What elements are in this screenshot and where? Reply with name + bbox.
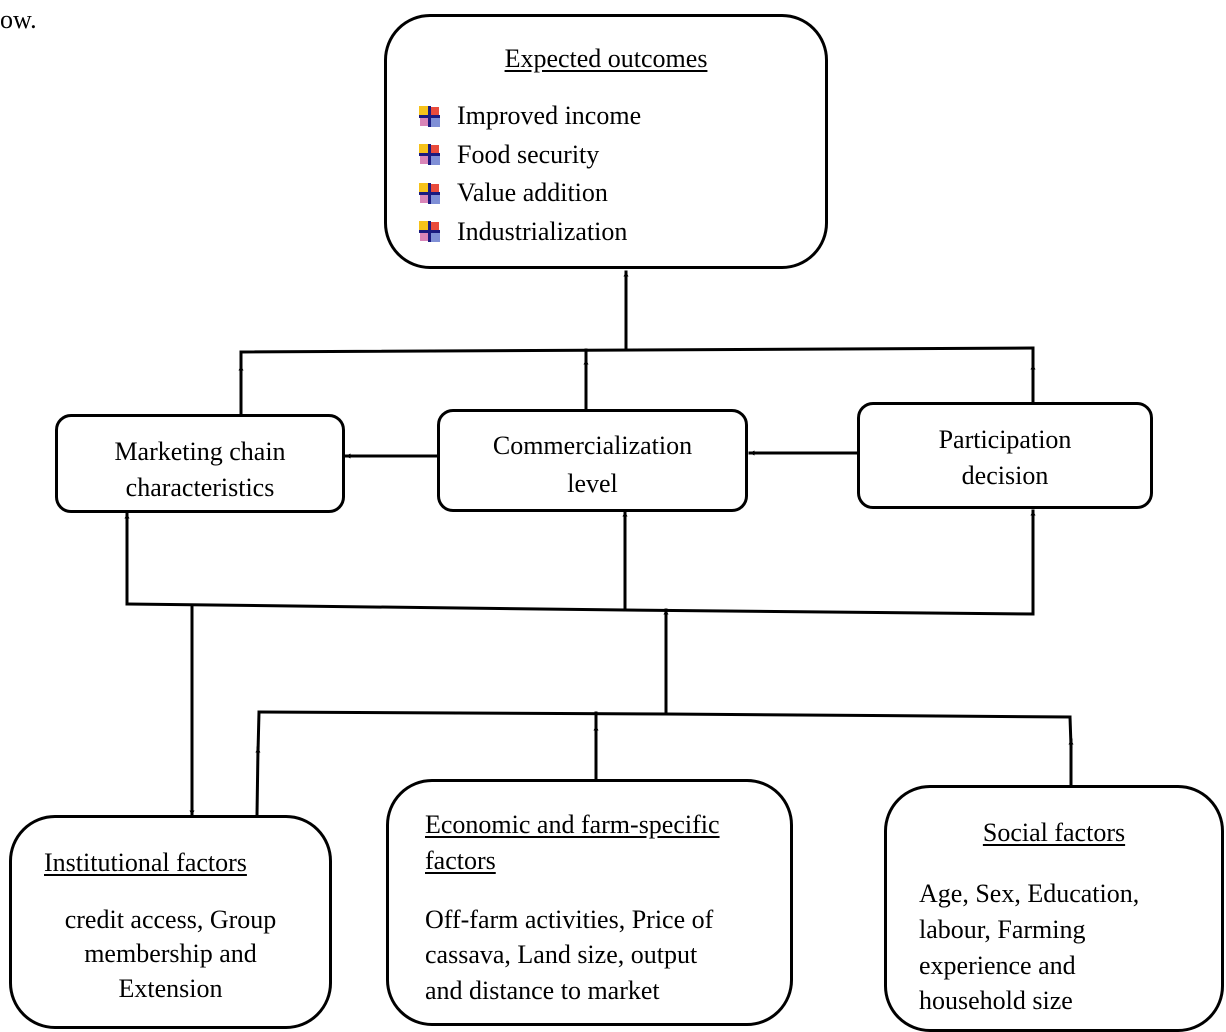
social-factors-line1: Age, Sex, Education, <box>919 879 1140 908</box>
institutional-factors-title: Institutional factors <box>44 848 247 877</box>
economic-factors-line1: Off-farm activities, Price of <box>425 905 714 934</box>
marketing-chain-label-line2: characteristics <box>125 473 275 502</box>
outcome-item: Industrialization <box>419 213 641 252</box>
multicolor-square-bullet-icon <box>419 144 440 166</box>
institutional-factors-line1: credit access, Group <box>64 905 277 934</box>
expected-outcomes-list: Improved income Food security Value addi… <box>419 97 641 251</box>
economic-factors-box: Economic and farm-specific factors Off-f… <box>386 779 793 1026</box>
multicolor-square-bullet-icon <box>419 182 440 204</box>
social-factors-title: Social factors <box>982 818 1126 847</box>
expected-outcomes-title: Expected outcomes <box>504 44 708 73</box>
outcome-item-label: Improved income <box>457 101 642 131</box>
marketing-chain-label-line1: Marketing chain <box>114 437 286 466</box>
institutional-factors-line3: Extension <box>118 974 223 1003</box>
outcome-item-label: Food security <box>457 139 600 169</box>
participation-label-line1: Participation <box>938 425 1072 454</box>
social-factors-box: Social factors Age, Sex, Education, labo… <box>884 785 1224 1032</box>
commercialization-label-line2: level <box>567 469 618 498</box>
participation-decision-box: Participation decision <box>857 402 1153 509</box>
social-factors-line2: labour, Farming <box>919 915 1086 944</box>
participation-label-line2: decision <box>961 461 1049 490</box>
marketing-chain-box: Marketing chain characteristics <box>55 414 345 513</box>
multicolor-square-bullet-icon <box>419 221 440 243</box>
outcome-item: Food security <box>419 136 641 175</box>
institutional-factors-line2: membership and <box>84 939 257 968</box>
outcome-item-label: Value addition <box>457 178 608 208</box>
economic-factors-line3: and distance to market <box>425 976 660 1005</box>
social-factors-line4: household size <box>919 986 1073 1015</box>
outcome-item: Improved income <box>419 97 641 136</box>
middle-bus-line <box>125 602 1035 616</box>
economic-factors-title-line1: Economic and farm-specific <box>425 810 720 839</box>
outcome-item: Value addition <box>419 174 641 213</box>
institutional-to-lower-bus <box>255 746 261 817</box>
economic-factors-title-line2: factors <box>425 846 496 875</box>
economic-factors-line2: cassava, Land size, output <box>425 940 698 969</box>
commercialization-level-box: Commercialization level <box>437 409 748 512</box>
expected-outcomes-box: Expected outcomes Improved income Food s… <box>384 14 828 269</box>
social-factors-line3: experience and <box>919 951 1076 980</box>
top-bus-line <box>239 346 1035 354</box>
page-fragment-text: ow. <box>0 5 37 34</box>
institutional-factors-box: Institutional factors credit access, Gro… <box>9 815 332 1029</box>
commercialization-label-line1: Commercialization <box>492 431 693 460</box>
multicolor-square-bullet-icon <box>419 105 440 127</box>
outcome-item-label: Industrialization <box>457 216 628 246</box>
